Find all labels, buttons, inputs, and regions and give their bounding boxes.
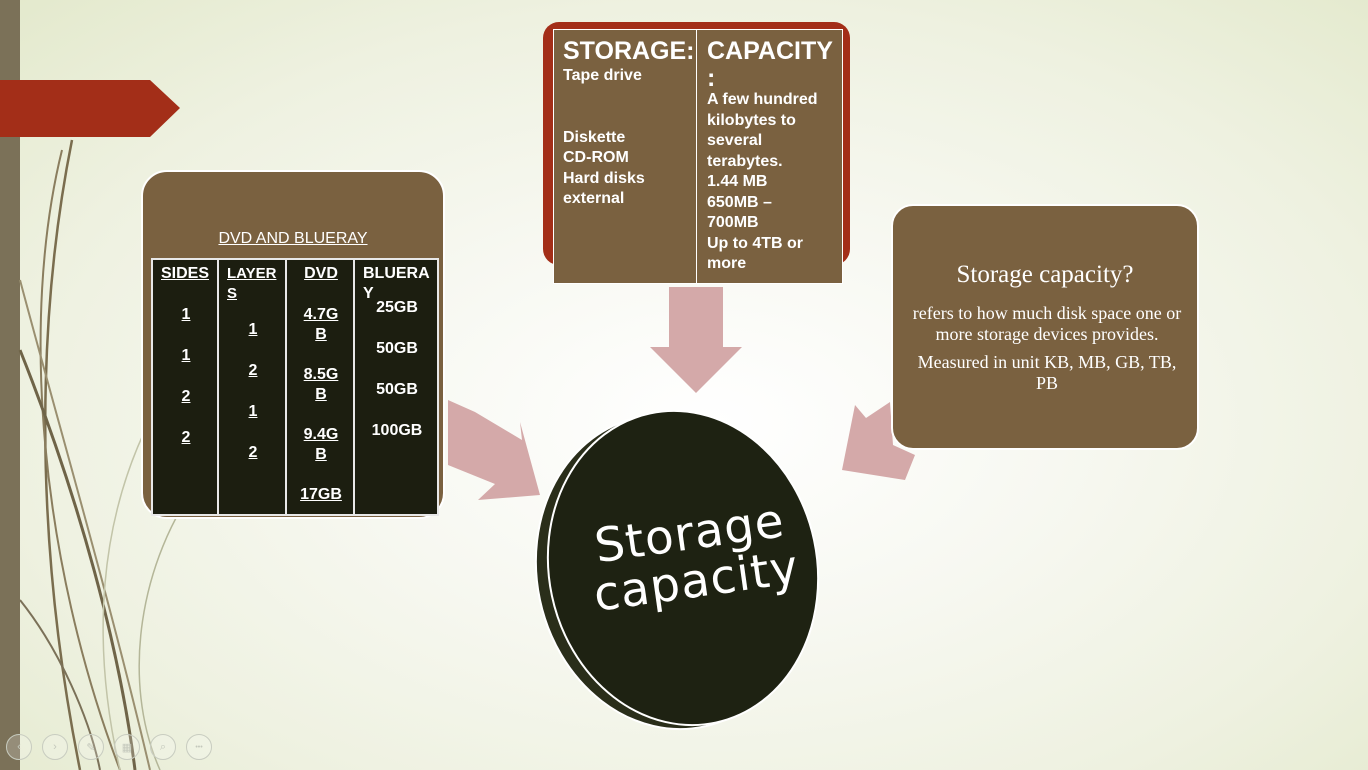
dvd-header: DVD xyxy=(304,265,338,282)
capacity-item: more xyxy=(707,255,747,272)
sides-column: SIDES 1 1 2 2 xyxy=(151,258,219,516)
layers-header: LAYER xyxy=(227,265,277,282)
layers-column: LAYER S 1 2 1 2 xyxy=(217,258,287,516)
sides-value: 2 xyxy=(181,429,191,446)
storage-item: Tape drive xyxy=(563,67,642,84)
storage-header: STORAGE: xyxy=(563,37,695,65)
zoom-button[interactable]: ⌕ xyxy=(150,734,176,760)
blueray-value: 100GB xyxy=(371,422,423,439)
blueray-header-cont: Y xyxy=(363,285,374,302)
sides-header: SIDES xyxy=(161,265,210,282)
down-arrow-icon xyxy=(650,287,742,393)
storage-disc-shape xyxy=(534,409,820,731)
capacity-item: terabytes. xyxy=(707,152,783,170)
dvd-value-unit: B xyxy=(315,446,327,463)
sides-value: 2 xyxy=(181,388,191,405)
dvd-value: 4.7G xyxy=(303,306,339,323)
layers-value: 1 xyxy=(248,321,258,338)
left-accent-bar xyxy=(0,0,20,770)
definition-title: Storage capacity? xyxy=(956,261,1134,288)
dvd-value: 17GB xyxy=(300,486,342,503)
blueray-column: BLUERA Y 25GB 50GB 50GB 100GB xyxy=(353,258,439,516)
capacity-item: 1.44 MB xyxy=(707,173,768,190)
dvd-value-unit: B xyxy=(315,386,327,403)
blueray-header: BLUERA xyxy=(363,265,430,282)
right-down-arrow-icon xyxy=(448,400,540,500)
dvd-table: SIDES 1 1 2 2 LAYER S 1 2 1 2 xyxy=(151,258,439,516)
units-text: Measured in unit KB, MB, GB, TB, PB xyxy=(917,352,1177,393)
slideshow-controls: ‹ › ✎ ▦ ⌕ ••• xyxy=(6,734,212,760)
dvd-blueray-panel: DVD AND BLUERAY SIDES 1 1 2 2 LAYER S 1 … xyxy=(141,170,445,519)
storage-item-spacer xyxy=(563,87,688,108)
slides-grid-button[interactable]: ▦ xyxy=(114,734,140,760)
capacity-header: CAPACITY xyxy=(707,37,833,65)
dvd-column: DVD 4.7G B 8.5G B 9.4G B 17GB xyxy=(285,258,355,516)
layers-header-cont: S xyxy=(227,285,238,302)
storage-column: STORAGE: Tape drive Diskette CD-ROM Hard… xyxy=(554,30,697,283)
storage-item: Hard disks xyxy=(563,169,645,187)
layers-value: 2 xyxy=(248,444,258,461)
capacity-item: Up to 4TB or xyxy=(707,234,803,252)
previous-slide-button[interactable]: ‹ xyxy=(6,734,32,760)
blueray-value: 50GB xyxy=(376,340,418,357)
dvd-value: 8.5G xyxy=(303,366,339,383)
storage-item: CD-ROM xyxy=(563,149,629,166)
dvd-value-unit: B xyxy=(315,326,327,343)
capacity-item: several xyxy=(707,132,763,149)
storage-capacity-definition-panel: Storage capacity? refers to how much dis… xyxy=(891,204,1199,450)
blueray-value: 50GB xyxy=(376,381,418,398)
storage-item-spacer xyxy=(563,107,688,128)
capacity-item: 650MB – xyxy=(707,193,772,211)
storage-item: external xyxy=(563,190,625,207)
red-flag-shape xyxy=(0,80,180,137)
capacity-item: A few hundred xyxy=(707,91,818,108)
sides-value: 1 xyxy=(181,306,191,323)
blueray-value: 25GB xyxy=(376,299,418,316)
capacity-header-colon: : xyxy=(707,64,716,92)
storage-capacity-table: STORAGE: Tape drive Diskette CD-ROM Hard… xyxy=(553,29,843,284)
next-slide-button[interactable]: › xyxy=(42,734,68,760)
layers-value: 2 xyxy=(248,362,258,379)
capacity-item: kilobytes to xyxy=(707,111,796,129)
dvd-panel-title: DVD AND BLUERAY xyxy=(218,230,368,247)
sides-value: 1 xyxy=(181,347,191,364)
layers-value: 1 xyxy=(248,403,258,420)
dvd-value: 9.4G xyxy=(303,426,339,443)
storage-item: Diskette xyxy=(563,128,626,146)
definition-text: refers to how much disk space one or mor… xyxy=(912,303,1182,344)
pen-tool-button[interactable]: ✎ xyxy=(78,734,104,760)
capacity-column: CAPACITY : A few hundred kilobytes to se… xyxy=(697,30,842,283)
more-options-button[interactable]: ••• xyxy=(186,734,212,760)
capacity-item: 700MB xyxy=(707,214,759,231)
